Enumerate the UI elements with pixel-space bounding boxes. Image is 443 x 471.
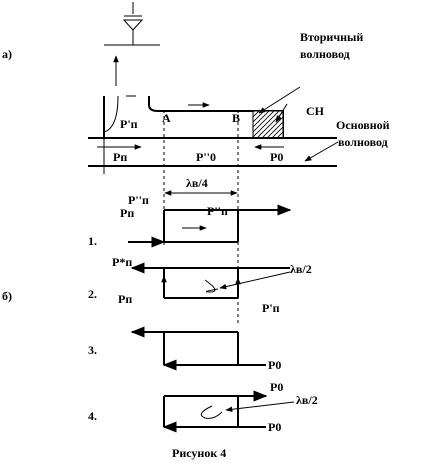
- row1-label-pn-dd: Р''п: [128, 193, 149, 207]
- label-main-line1: Основной: [336, 118, 390, 132]
- point-b: В: [232, 111, 240, 125]
- row2-number: 2.: [88, 287, 97, 301]
- secondary-pointer: [258, 86, 301, 114]
- point-a: А: [162, 111, 171, 125]
- matched-load: [252, 110, 284, 139]
- row4-label-lambda: λв/2: [296, 393, 318, 407]
- row2-label-pn-star: Р*п: [112, 255, 132, 269]
- row2-label-pn-prime: Р'п: [262, 301, 280, 315]
- row2-label-lambda: λв/2: [290, 262, 312, 276]
- main-pointer: [304, 141, 339, 162]
- figure-caption: Рисунок 4: [172, 446, 226, 460]
- detector-diode-icon: [104, 2, 160, 46]
- label-main-line2: волновод: [338, 135, 388, 149]
- row1-label-pn: Рп: [120, 206, 134, 220]
- label-p0: Р0: [270, 150, 283, 164]
- secondary-waveguide: [103, 95, 284, 138]
- label-secondary-line2: волновод: [300, 47, 350, 61]
- row-1: [128, 204, 292, 248]
- label-load: СН: [306, 104, 325, 118]
- label-pn-secondary: Р'п: [120, 117, 138, 131]
- row3-number: 3.: [88, 343, 97, 357]
- row3-label-p0: Р0: [268, 358, 281, 372]
- row-4: [162, 390, 295, 433]
- part-b-label: б): [2, 289, 12, 303]
- main-waveguide: [88, 137, 337, 174]
- load-pointer: [275, 103, 288, 123]
- label-lambda-quarter: λв/4: [186, 176, 208, 190]
- row4-label-p0-top: Р0: [270, 380, 283, 394]
- row2-label-pn: Рп: [118, 292, 132, 306]
- row-3: [130, 326, 266, 371]
- label-secondary-line1: Вторичный: [300, 30, 363, 44]
- row1-label-pn-dd-arrow: Р''п: [207, 204, 228, 218]
- row-2: [130, 262, 291, 299]
- row1-number: 1.: [88, 234, 97, 248]
- label-p0-main: Р''0: [196, 150, 216, 164]
- row4-label-p0: Р0: [268, 420, 281, 434]
- label-pn: Рп: [113, 150, 127, 164]
- part-a-label: а): [2, 47, 12, 61]
- row4-number: 4.: [88, 409, 97, 423]
